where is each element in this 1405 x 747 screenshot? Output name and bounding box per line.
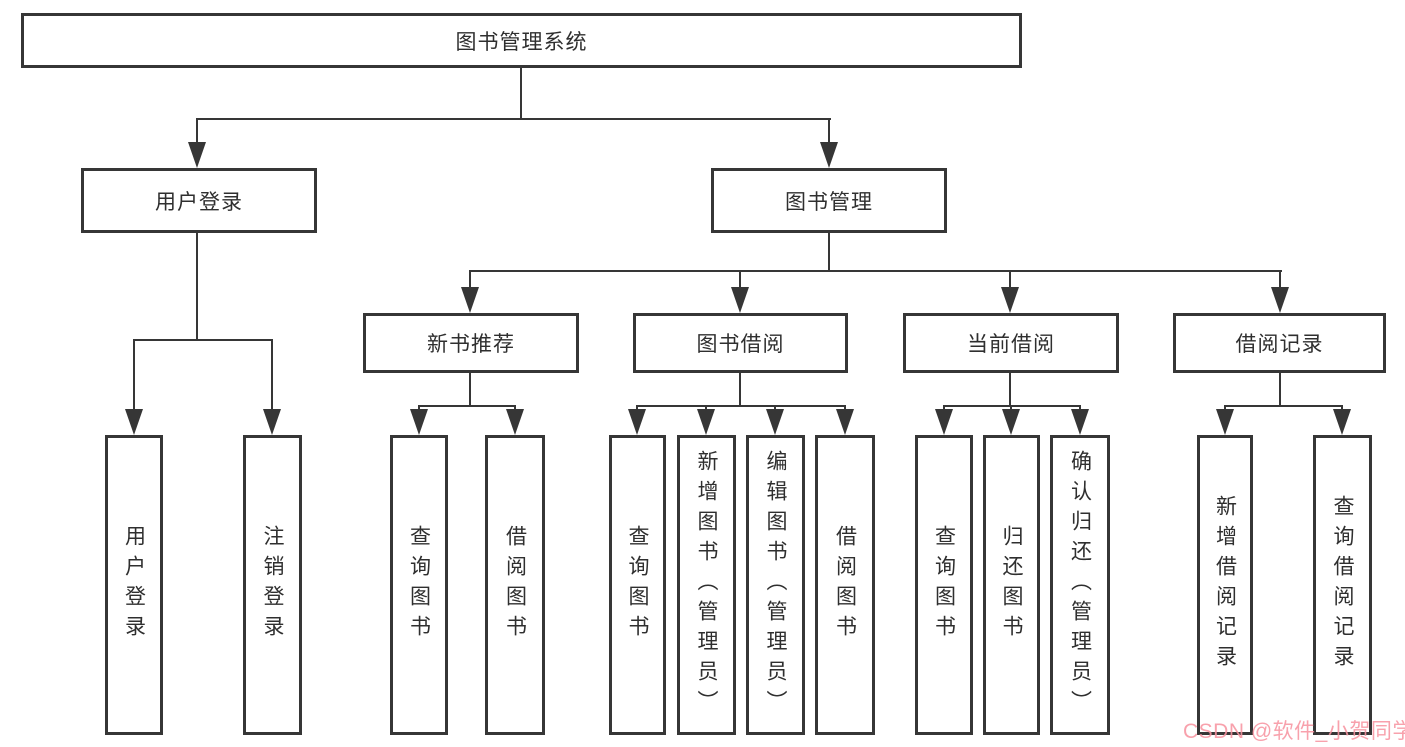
connector-drop	[418, 405, 420, 409]
arrow-down-icon	[506, 409, 524, 435]
connector-current-stem	[1009, 373, 1011, 406]
connector-drop	[943, 405, 945, 409]
node-current-borrowing: 当前借阅	[903, 313, 1119, 373]
connector-drop	[1279, 270, 1281, 287]
connector-records-bar	[1224, 405, 1343, 407]
arrow-down-icon	[1001, 287, 1019, 313]
arrow-down-icon	[1271, 287, 1289, 313]
node-current-borrowing-label: 当前借阅	[967, 333, 1055, 356]
connector-drop	[636, 405, 638, 409]
connector-root-stem	[520, 68, 522, 118]
node-book-management: 图书管理	[711, 168, 947, 233]
node-new-book-recommend: 新书推荐	[363, 313, 579, 373]
node-root: 图书管理系统	[21, 13, 1022, 68]
leaf-borrow-books: 借阅图书	[815, 435, 875, 735]
arrow-down-icon	[461, 287, 479, 313]
arrow-down-icon	[731, 287, 749, 313]
node-borrow-records-label: 借阅记录	[1235, 333, 1324, 356]
arrow-down-icon	[1333, 409, 1351, 435]
connector-drop	[1009, 270, 1011, 287]
csdn-watermark: CSDN @软件_小贺同学	[1183, 720, 1405, 743]
leaf-query-books-recommend: 查询图书	[390, 435, 448, 735]
node-user-login: 用户登录	[81, 168, 317, 233]
arrow-down-icon	[1071, 409, 1089, 435]
connector-drop	[1224, 405, 1226, 409]
connector-drop	[739, 270, 741, 287]
arrow-down-icon	[1002, 409, 1020, 435]
connector-bookmgmt-stem	[828, 233, 830, 272]
arrow-down-icon	[188, 142, 206, 168]
connector-borrowing-stem	[739, 373, 741, 406]
connector-drop	[196, 118, 198, 142]
arrow-down-icon	[410, 409, 428, 435]
leaf-add-borrow-record: 新增借阅记录	[1197, 435, 1253, 735]
arrow-down-icon	[263, 409, 281, 435]
node-book-management-label: 图书管理	[785, 190, 873, 214]
arrow-down-icon	[125, 409, 143, 435]
leaf-confirm-return-admin: 确认归还（管理员）	[1050, 435, 1110, 735]
node-new-book-recommend-label: 新书推荐	[427, 333, 515, 356]
connector-module-bar	[469, 270, 1282, 272]
leaf-user-login: 用户登录	[105, 435, 163, 735]
arrow-down-icon	[820, 142, 838, 168]
connector-drop	[514, 405, 516, 409]
node-borrow-records: 借阅记录	[1173, 313, 1386, 373]
connector-drop	[828, 118, 830, 142]
connector-recommend-stem	[469, 373, 471, 406]
arrow-down-icon	[697, 409, 715, 435]
leaf-query-borrow-record: 查询借阅记录	[1313, 435, 1372, 735]
leaf-return-books: 归还图书	[983, 435, 1040, 735]
connector-userlogin-bar	[133, 339, 273, 341]
connector-branch-bar	[196, 118, 831, 120]
connector-borrowing-bar	[636, 405, 846, 407]
connector-drop	[844, 405, 846, 409]
node-user-login-label: 用户登录	[155, 190, 243, 214]
leaf-logout-login: 注销登录	[243, 435, 302, 735]
connector-drop	[1010, 405, 1012, 409]
connector-drop	[1341, 405, 1343, 409]
connector-drop	[774, 405, 776, 409]
leaf-add-books-admin: 新增图书（管理员）	[677, 435, 736, 735]
node-book-borrowing: 图书借阅	[633, 313, 848, 373]
connector-recommend-bar	[418, 405, 516, 407]
connector-drop	[705, 405, 707, 409]
connector-drop	[133, 339, 135, 409]
arrow-down-icon	[1216, 409, 1234, 435]
connector-current-bar	[943, 405, 1081, 407]
node-book-borrowing-label: 图书借阅	[696, 333, 785, 356]
connector-drop	[1079, 405, 1081, 409]
arrow-down-icon	[935, 409, 953, 435]
connector-records-stem	[1279, 373, 1281, 406]
node-root-label: 图书管理系统	[455, 30, 588, 54]
arrow-down-icon	[836, 409, 854, 435]
leaf-query-books-current: 查询图书	[915, 435, 973, 735]
connector-drop	[469, 270, 471, 287]
leaf-borrow-books-recommend: 借阅图书	[485, 435, 545, 735]
arrow-down-icon	[628, 409, 646, 435]
leaf-query-books-borrow: 查询图书	[609, 435, 666, 735]
arrow-down-icon	[766, 409, 784, 435]
connector-userlogin-stem	[196, 233, 198, 339]
connector-drop	[271, 339, 273, 409]
leaf-edit-books-admin: 编辑图书（管理员）	[746, 435, 805, 735]
